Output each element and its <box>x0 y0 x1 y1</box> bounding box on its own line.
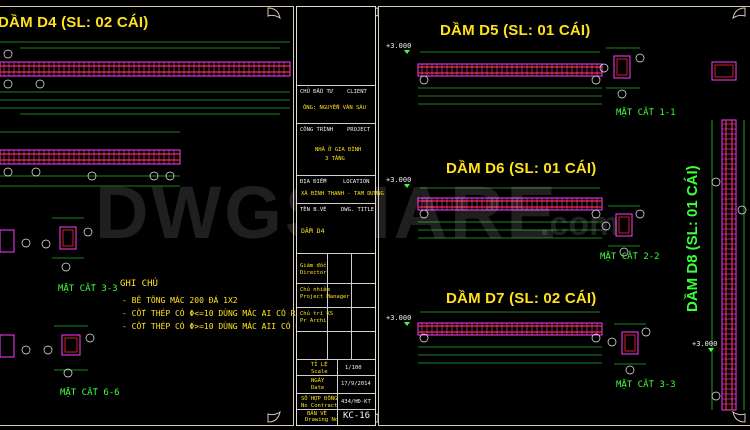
beam-d8-title: DẦM D8 (SL: 01 CÁI) <box>684 165 701 312</box>
tb-location-label: ĐỊA ĐIỂM <box>300 179 327 185</box>
tb-role-2: Chủ nhiệm <box>300 287 330 293</box>
beam-d7-title: DẦM D7 (SL: 02 CÁI) <box>446 290 597 307</box>
tb-sheet-value: KC-16 <box>343 411 371 421</box>
tb-role-3: Chủ trì KS <box>300 311 334 317</box>
tb-drawing-value: DẦM D4 <box>301 227 325 235</box>
beam-d8-elevation <box>711 119 745 411</box>
tb-scale-label-en: Scale <box>311 369 328 375</box>
tb-vertical-divider <box>351 253 352 359</box>
tb-divider <box>297 409 375 410</box>
tb-sheet-label: BẢN VẼ <box>307 411 327 417</box>
tb-contract-value: 434/HĐ-KT <box>341 399 371 405</box>
tb-scale-value: 1/100 <box>345 365 362 371</box>
tb-project-value-1: NHÀ Ở GIA ĐÌNH <box>315 147 362 153</box>
tb-owner-label-en: CLIENT <box>347 89 367 95</box>
tb-owner-label: CHỦ ĐẦU TƯ <box>300 89 334 95</box>
tb-date-label: NGÀY <box>311 378 325 384</box>
tb-contract-label-en: No Contract <box>301 403 338 409</box>
level-label-d8: +3.000 <box>692 340 718 348</box>
tb-divider <box>297 175 375 176</box>
tb-role-1: Giám đốc <box>300 263 327 269</box>
beam-d5-title: DẦM D5 (SL: 01 CÁI) <box>440 22 591 39</box>
grid-bubbles-left <box>3 49 175 181</box>
beam-d6-title: DẦM D6 (SL: 01 CÁI) <box>446 160 597 177</box>
section-bubbles-left <box>21 227 95 378</box>
section-a-left <box>0 229 15 253</box>
note-line-3: - CỐT THÉP CÓ Φ>=10 DÙNG MÁC AII CÓ Ra=2… <box>122 322 359 331</box>
tb-divider <box>297 359 375 360</box>
tb-date-label-en: Date <box>311 385 325 391</box>
tb-divider <box>297 85 375 86</box>
beam-d6-elevation <box>417 187 603 239</box>
section-b-left <box>0 334 15 358</box>
section-3-3-left <box>52 217 84 259</box>
tb-divider <box>297 283 375 284</box>
level-label-d5: +3.000 <box>386 42 412 50</box>
tb-divider <box>297 253 375 254</box>
tb-project-label: CÔNG TRÌNH <box>300 127 334 133</box>
beam-d4-elevation <box>0 41 291 115</box>
tb-sheet-label-en: Drawing No <box>305 417 339 423</box>
right-sheet-frame <box>378 6 750 426</box>
tb-role-3-en: Pr Archi <box>300 318 327 324</box>
level-label-d7: +3.000 <box>386 314 412 322</box>
note-line-2: - CỐT THÉP CÓ Φ<=10 DÙNG MÁC AI CÓ Ra=21… <box>122 309 354 318</box>
tb-project-value-2: 3 TẦNG <box>325 156 345 162</box>
section-label-2-2-right: MẶT CẮT 2-2 <box>600 252 660 262</box>
tb-divider <box>297 307 375 308</box>
grid-bubbles-d8 <box>711 177 747 401</box>
section-label-3-3-left: MẶT CẮT 3-3 <box>58 284 118 294</box>
tb-location-label-en: LOCATION <box>343 179 370 185</box>
tb-location-value: XÃ BÌNH THẠNH - TAM DƯƠNG <box>301 191 384 197</box>
title-block: CHỦ ĐẦU TƯ CLIENT ÔNG: NGUYỄN VĂN SÁU CÔ… <box>296 6 384 426</box>
beam-d4-title: DẦM D4 (SL: 02 CÁI) <box>0 14 149 31</box>
level-markers <box>404 50 714 352</box>
tb-vertical-divider <box>337 359 338 425</box>
tb-vertical-divider <box>327 253 328 359</box>
beam-d7-elevation <box>417 311 603 364</box>
tb-owner-value: ÔNG: NGUYỄN VĂN SÁU <box>303 105 366 111</box>
section-label-6-6-left: MẶT CẮT 6-6 <box>60 388 120 398</box>
section-bubbles-right <box>599 53 651 375</box>
section-2-2-right <box>608 205 640 247</box>
section-1-1b-right <box>711 61 737 81</box>
note-line-1: - BÊ TÔNG MÁC 200 ĐÁ 1X2 <box>122 296 238 305</box>
tb-divider <box>297 375 375 376</box>
tb-divider <box>297 203 375 204</box>
tb-project-label-en: PROJECT <box>347 127 371 133</box>
notes-heading: GHI CHÚ <box>120 279 158 289</box>
left-sheet-frame <box>0 6 294 426</box>
tb-role-2-en: Project Manager <box>300 294 350 300</box>
tb-date-value: 17/9/2014 <box>341 381 371 387</box>
section-1-1-right <box>606 47 640 89</box>
section-label-1-1-right: MẶT CẮT 1-1 <box>616 108 676 118</box>
tb-contract-label: SỐ HỢP ĐỒNG <box>301 396 338 402</box>
tb-divider <box>297 123 375 124</box>
watermark-suffix: .com <box>540 205 620 243</box>
beam-d4-elevation-2 <box>0 131 181 187</box>
tb-drawing-label: TÊN B.VẼ <box>300 207 327 213</box>
grid-bubbles-right <box>419 75 601 343</box>
tb-drawing-label-en: DWG. TITLE <box>341 207 375 213</box>
section-label-3-3-right: MẶT CẮT 3-3 <box>616 380 676 390</box>
tb-role-1-en: Director <box>300 270 327 276</box>
tb-divider <box>297 393 375 394</box>
tb-scale-label: TỈ LỆ <box>311 362 328 368</box>
section-3-3-right <box>614 323 646 365</box>
beam-d5-elevation <box>417 51 603 105</box>
level-label-d6: +3.000 <box>386 176 412 184</box>
section-6-6-left <box>54 325 88 371</box>
tb-divider <box>297 331 375 332</box>
